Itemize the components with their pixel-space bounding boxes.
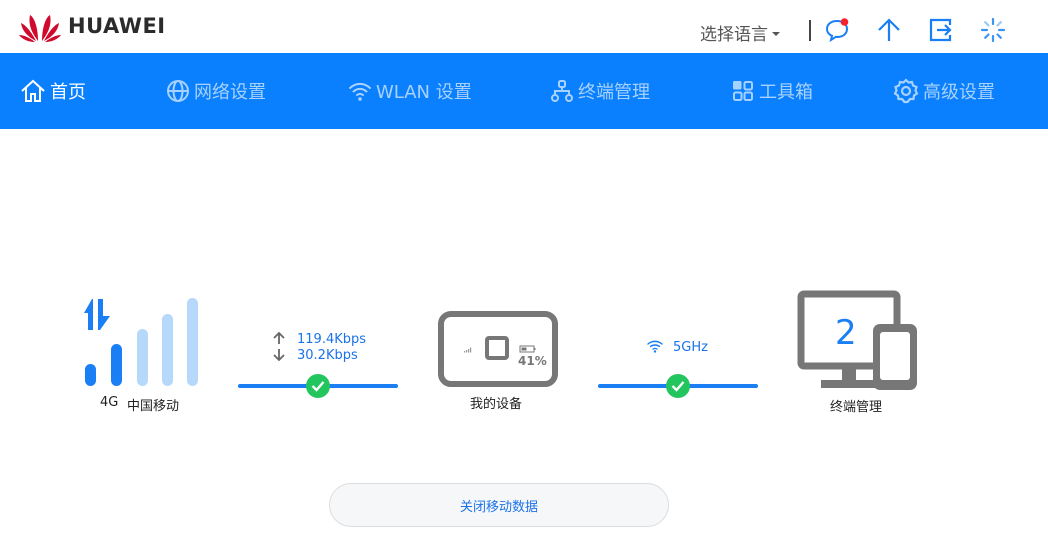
language-label: 选择语言 [700, 25, 768, 45]
main-nav: 首页 网络设置 WLAN 设置 [0, 53, 1048, 129]
message-icon [825, 18, 849, 43]
signal-strength[interactable] [83, 297, 201, 394]
upload-arrow-icon [272, 331, 286, 350]
loading-indicator [980, 17, 1006, 43]
carrier-name: 中国移动 [127, 399, 180, 414]
device-label: 我的设备 [470, 397, 523, 412]
nav-network-settings-label: 网络设置 [194, 82, 266, 103]
home-icon [21, 79, 45, 102]
divider [809, 20, 811, 41]
network-type: 4G [100, 395, 119, 410]
loading-icon [980, 17, 1006, 43]
battery-level: 41% [518, 354, 547, 368]
message-button[interactable] [824, 17, 850, 43]
nav-network-settings[interactable]: 网络设置 [166, 77, 266, 105]
nav-toolbox[interactable]: 工具箱 [731, 77, 813, 105]
connected-device-count: 2 [835, 313, 857, 353]
home-dashboard: 4G 中国移动 119.4Kbps 30.2Kbps 41% 我的设备 [0, 129, 1048, 555]
wifi-band: 5GHz [673, 340, 708, 355]
brand-name: HUAWEI [68, 14, 166, 38]
upload-button[interactable] [876, 17, 902, 43]
nav-terminal-management[interactable]: 终端管理 [550, 77, 650, 105]
language-select[interactable]: 选择语言 [700, 20, 780, 45]
nav-home-label: 首页 [50, 82, 86, 103]
network-tree-icon [551, 80, 573, 102]
logout-icon [929, 18, 952, 42]
nav-home[interactable]: 首页 [20, 77, 86, 105]
globe-icon [167, 80, 189, 102]
huawei-logo[interactable]: HUAWEI [18, 9, 166, 43]
monitor-phone-icon [797, 290, 917, 390]
header: HUAWEI 选择语言 [0, 0, 1048, 53]
download-arrow-icon [272, 348, 286, 367]
router-device-icon [438, 311, 558, 387]
gear-icon [893, 78, 919, 104]
huawei-flower-icon [19, 15, 61, 42]
caret-down-icon [772, 31, 780, 36]
disable-mobile-data-button[interactable]: 关闭移动数据 [329, 483, 669, 527]
nav-advanced-settings[interactable]: 高级设置 [893, 77, 995, 105]
upload-icon [878, 18, 900, 41]
signal-bars-icon [84, 298, 198, 386]
disable-mobile-data-label: 关闭移动数据 [459, 499, 538, 515]
wan-connected-check-icon [306, 374, 330, 398]
nav-wlan-settings[interactable]: WLAN 设置 [348, 77, 472, 105]
my-device[interactable] [438, 311, 558, 392]
logout-button[interactable] [928, 17, 954, 43]
connected-devices[interactable] [797, 290, 919, 397]
grid-icon [733, 81, 753, 101]
download-speed: 30.2Kbps [297, 348, 358, 363]
wlan-connected-check-icon [666, 374, 690, 398]
nav-terminal-management-label: 终端管理 [578, 82, 650, 103]
nav-wlan-settings-label: WLAN 设置 [376, 82, 472, 103]
terminal-label: 终端管理 [830, 400, 883, 415]
upload-speed: 119.4Kbps [297, 332, 367, 347]
wifi-band-icon [647, 339, 663, 358]
nav-advanced-settings-label: 高级设置 [923, 82, 995, 103]
wifi-icon [349, 82, 371, 101]
nav-toolbox-label: 工具箱 [759, 82, 813, 103]
